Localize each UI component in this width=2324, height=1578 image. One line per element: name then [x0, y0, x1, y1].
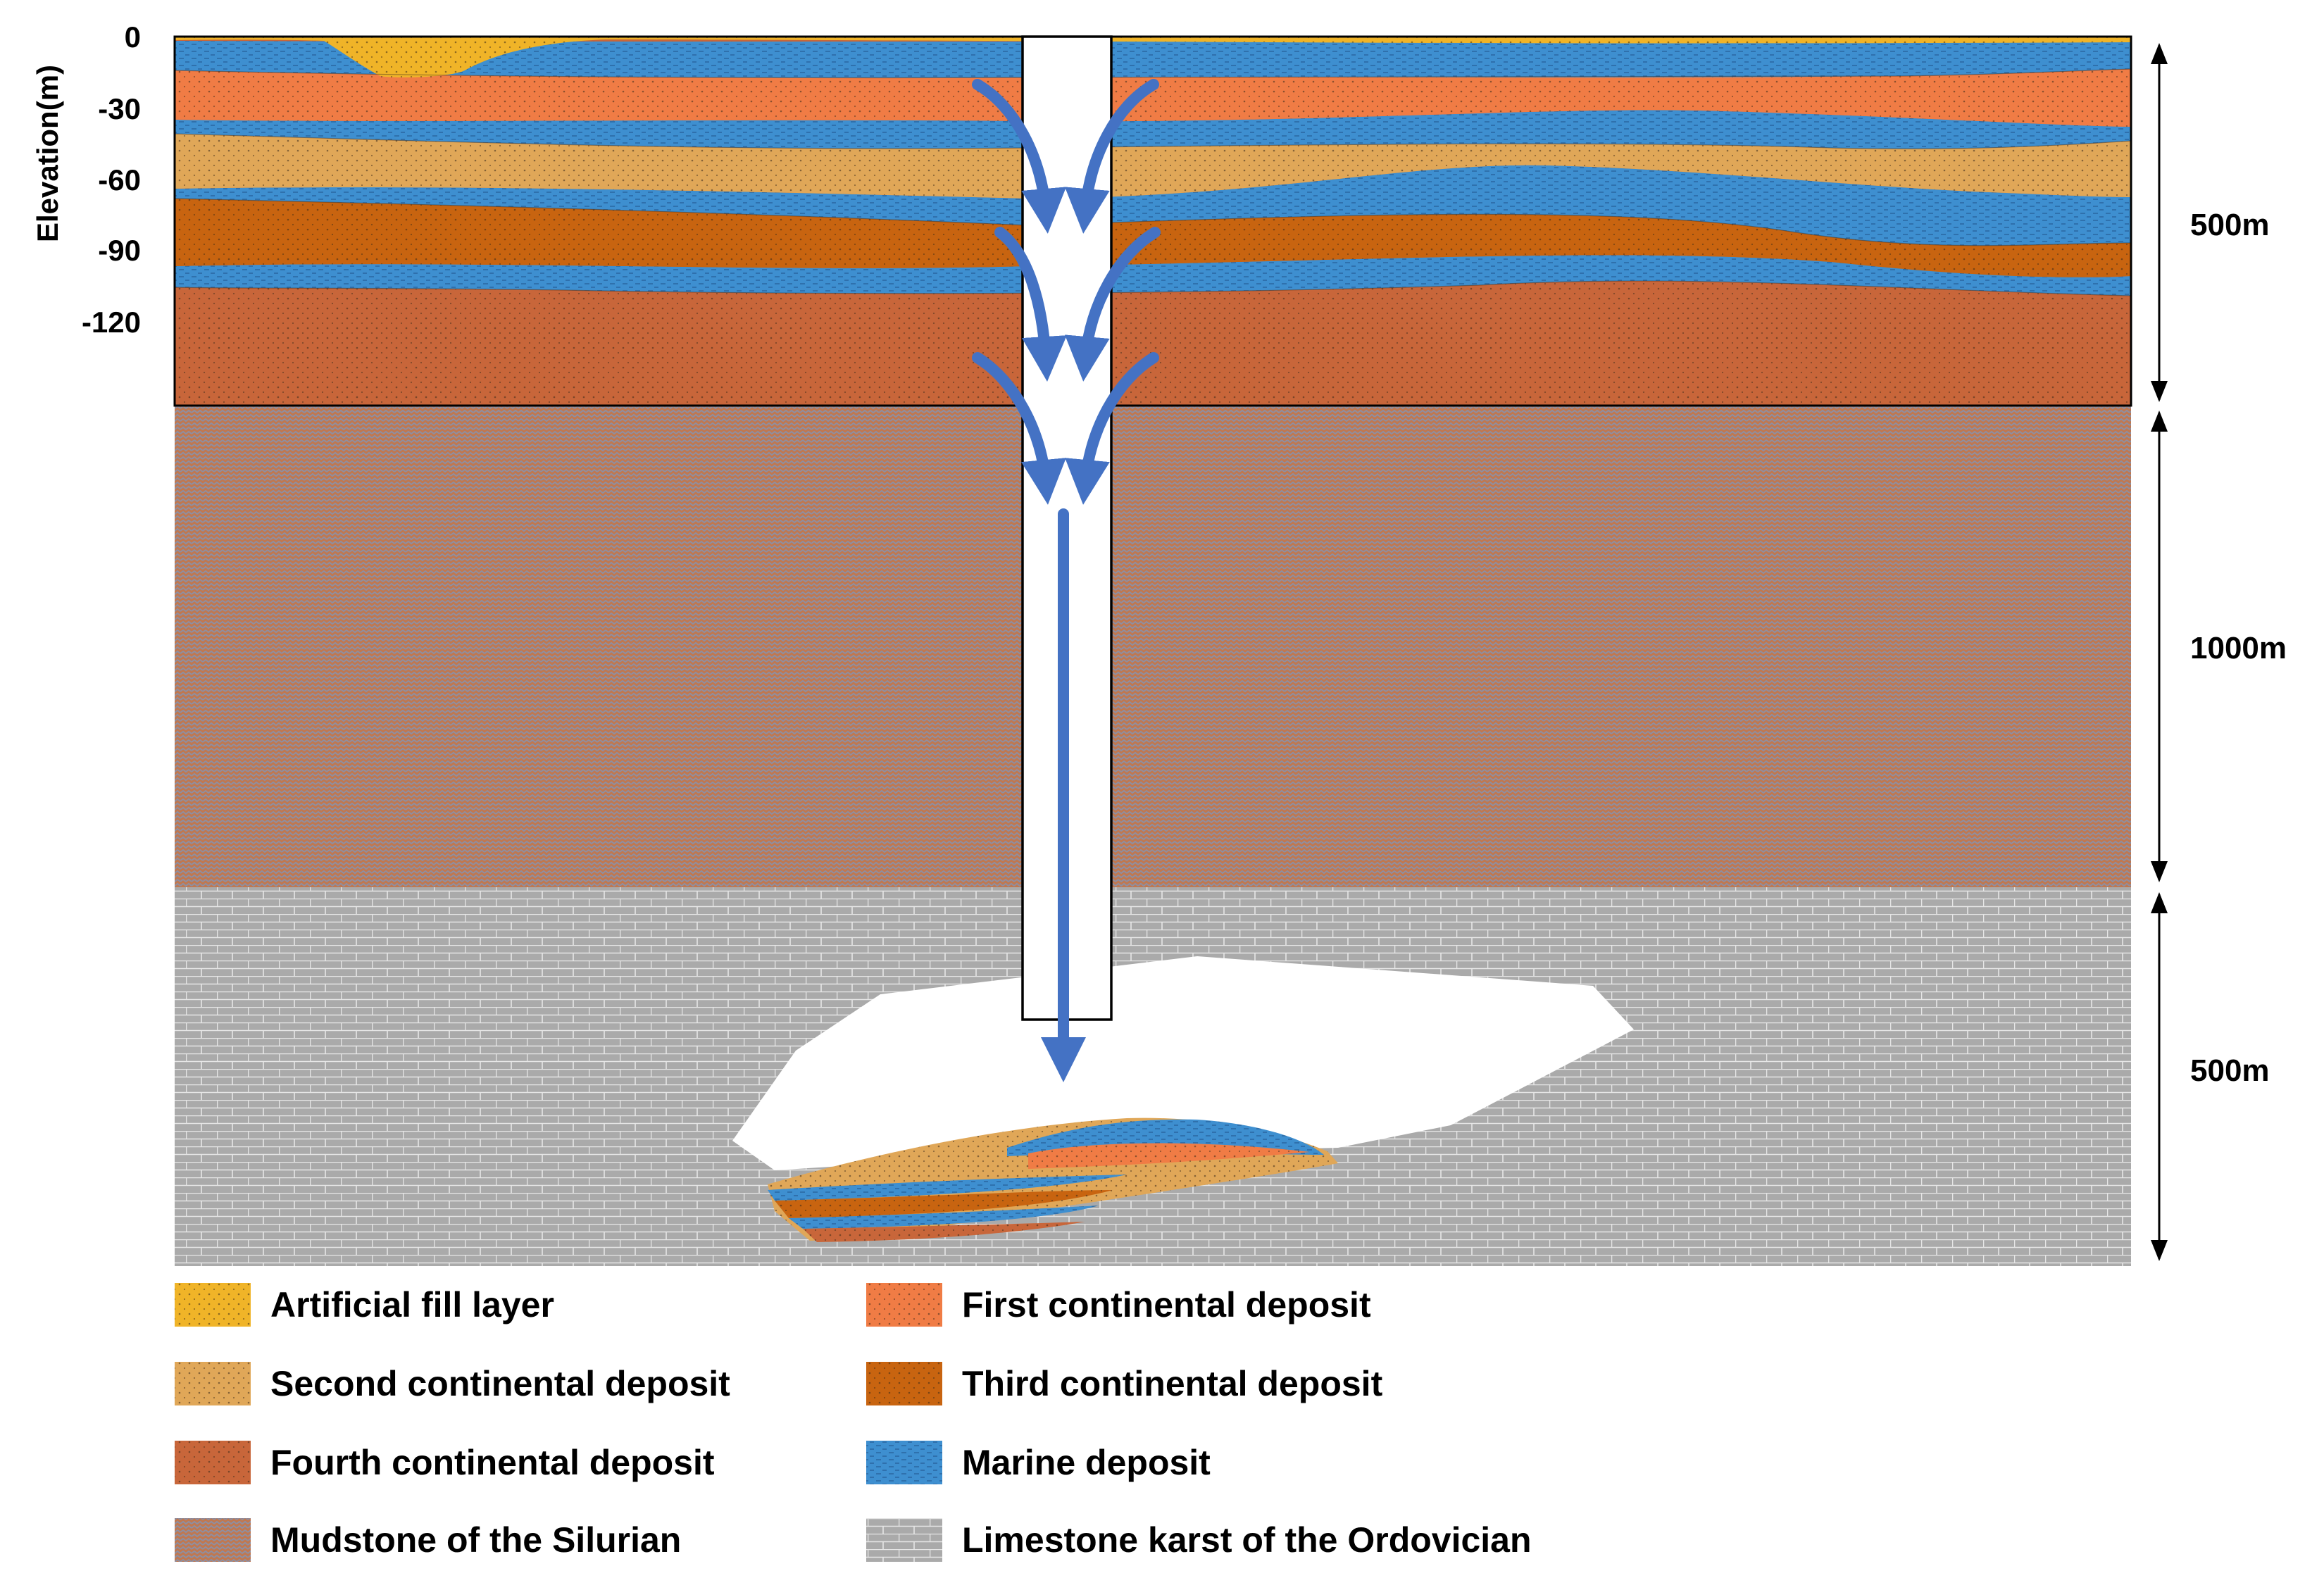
marine-deposit-band [175, 255, 2131, 296]
flow-arrow [994, 227, 1067, 382]
legend-swatch [175, 1283, 251, 1327]
legend-label: First continental deposit [962, 1285, 1371, 1325]
legend-swatch [175, 1441, 251, 1484]
flow-arrow [972, 79, 1067, 234]
second-continental-layer [175, 134, 2131, 199]
flow-arrow [1064, 79, 1159, 234]
tick-label: -30 [98, 92, 141, 125]
scale-label: 500m [2190, 1053, 2270, 1088]
strata-frame [173, 35, 2132, 407]
legend-label: Fourth continental deposit [270, 1443, 715, 1482]
legend-item: Limestone karst of the Ordovician [866, 1518, 1532, 1562]
legend-swatch [866, 1283, 942, 1327]
legend: Artificial fill layer First continental d… [175, 1283, 1532, 1562]
legend-swatch [866, 1518, 942, 1562]
first-continental-layer [175, 69, 2131, 127]
tick-label: -120 [82, 306, 141, 339]
legend-swatch [175, 1362, 251, 1405]
legend-swatch [866, 1362, 942, 1405]
legend-item: Marine deposit [866, 1441, 1211, 1484]
groundwater-flow-arrows [972, 79, 1161, 1082]
legend-label: Limestone karst of the Ordovician [962, 1520, 1532, 1560]
upper-strata [175, 37, 2131, 406]
legend-item: Mudstone of the Silurian [175, 1518, 681, 1562]
legend-label: Marine deposit [962, 1443, 1211, 1482]
tick-label: -60 [98, 163, 141, 196]
legend-label: Mudstone of the Silurian [270, 1520, 681, 1560]
legend-item: Second continental deposit [175, 1362, 730, 1405]
marine-deposit-band [175, 165, 2131, 246]
legend-item: Third continental deposit [866, 1362, 1383, 1405]
legend-item: Fourth continental deposit [175, 1441, 715, 1484]
scale-label: 1000m [2190, 631, 2287, 665]
flow-arrow [1065, 352, 1159, 505]
legend-label: Third continental deposit [962, 1364, 1383, 1403]
legend-label: Second continental deposit [270, 1364, 730, 1403]
tick-label: -90 [98, 234, 141, 267]
legend-label: Artificial fill layer [270, 1285, 554, 1325]
karst-cavity [732, 956, 1634, 1170]
artificial-fill-layer [175, 37, 2131, 77]
collapsed-sediment-mound [768, 1117, 1338, 1242]
marine-deposit-band [175, 110, 2131, 149]
tick-label: 0 [125, 20, 141, 54]
legend-item: First continental deposit [866, 1283, 1371, 1327]
flow-arrow [972, 352, 1066, 505]
flow-arrow [1064, 227, 1161, 382]
legend-swatch [175, 1518, 251, 1562]
legend-item: Artificial fill layer [175, 1283, 554, 1327]
elevation-axis: Elevation(m) 0 -30 -60 -90 -120 [31, 20, 141, 339]
marine-deposit-band [175, 41, 2131, 78]
scale-label: 500m [2190, 208, 2270, 242]
silurian-mudstone-layer [175, 406, 2131, 887]
legend-swatch [866, 1441, 942, 1484]
axis-title: Elevation(m) [31, 65, 64, 242]
